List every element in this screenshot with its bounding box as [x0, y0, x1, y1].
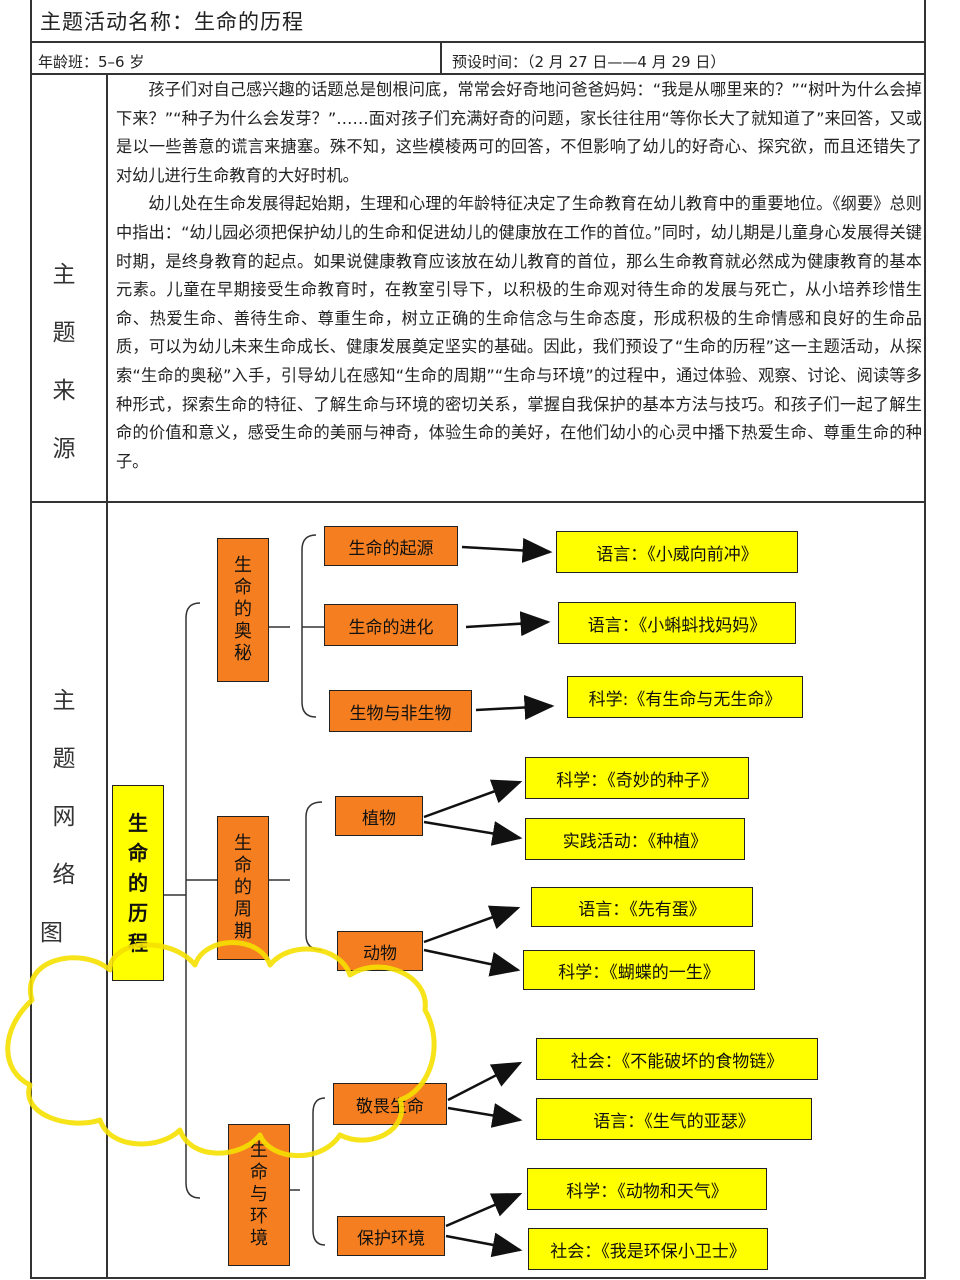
- node-living: 生物与非生物: [329, 690, 472, 732]
- leaf-activity: 社会：《我是环保小卫士》: [528, 1228, 768, 1270]
- source-text: 孩子们对自己感兴趣的话题总是刨根问底，常常会好奇地问爸爸妈妈：“我是从哪里来的？…: [116, 76, 922, 476]
- leaf-activity: 语言：《小蝌蚪找妈妈》: [558, 602, 796, 644]
- source-label: 主 题 来 源: [52, 262, 80, 462]
- node-origin: 生命的起源: [324, 526, 458, 566]
- source-paragraph: 孩子们对自己感兴趣的话题总是刨根问底，常常会好奇地问爸爸妈妈：“我是从哪里来的？…: [116, 80, 922, 185]
- preset-time: 预设时间：（2 月 27 日——4 月 29 日）: [452, 53, 726, 71]
- leaf-activity: 科学：《蝴蝶的一生》: [523, 950, 755, 990]
- table-frame: [30, 0, 926, 1279]
- activity-title: 主题活动名称：生命的历程: [40, 10, 304, 34]
- leaf-activity: 社会：《不能破坏的食物链》: [536, 1038, 818, 1080]
- node-evolution: 生命的进化: [324, 604, 458, 646]
- age-class: 年龄班：5–6 岁: [38, 53, 145, 71]
- leaf-activity: 科学：《动物和天气》: [527, 1168, 767, 1210]
- node-animals: 动物: [337, 931, 423, 971]
- branch-environment: 生 命 与 环 境: [228, 1124, 290, 1266]
- leaf-activity: 语言：《生气的亚瑟》: [536, 1098, 812, 1140]
- row-divider: [30, 41, 926, 43]
- network-label: 主 题 网 络 图: [40, 688, 80, 946]
- row-divider: [30, 501, 926, 503]
- leaf-activity: 科学：《奇妙的种子》: [525, 757, 749, 799]
- row-divider: [30, 73, 926, 75]
- branch-mystery: 生 命 的 奥 秘: [217, 538, 269, 682]
- node-protect: 保护环境: [337, 1216, 445, 1256]
- col-divider: [106, 73, 108, 1279]
- leaf-activity: 实践活动：《种植》: [525, 818, 745, 860]
- node-awe: 敬畏生命: [333, 1083, 447, 1125]
- leaf-activity: 语言：《先有蛋》: [531, 887, 753, 927]
- leaf-activity: 科学:《有生命与无生命》: [567, 676, 803, 718]
- node-plants: 植物: [335, 796, 423, 836]
- leaf-activity: 语言：《小威向前冲》: [556, 531, 798, 573]
- col-divider: [440, 41, 442, 73]
- branch-cycle: 生 命 的 周 期: [217, 816, 269, 960]
- root-node: 生 命 的 历 程: [112, 785, 164, 981]
- source-paragraph: 幼儿处在生命发展得起始期，生理和心理的年龄特征决定了生命教育在幼儿教育中的重要地…: [116, 194, 922, 471]
